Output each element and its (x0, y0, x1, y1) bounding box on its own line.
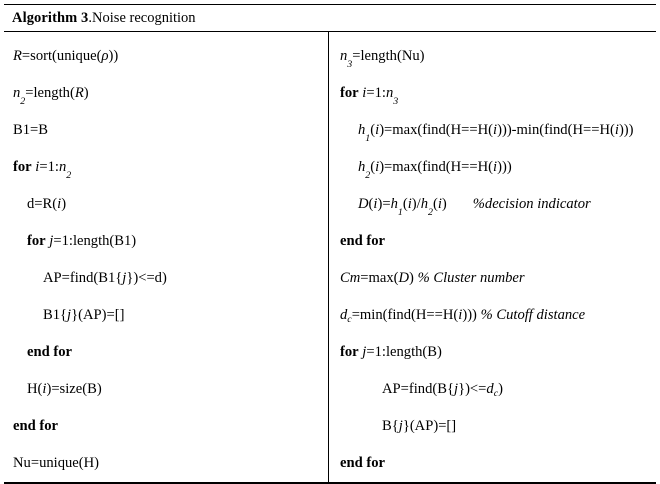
code-line-l7: AP=find(B1{j})<=d) (43, 270, 167, 286)
code-line-r7: Cm=max(D) % Cluster number (340, 270, 525, 286)
code-line-l10: H(i)=size(B) (27, 381, 102, 397)
code-line-l9: end for (27, 344, 72, 360)
code-line-l1: R=sort(unique(ρ)) (13, 48, 119, 64)
code-line-r6: end for (340, 233, 385, 249)
caption-divider-border (4, 31, 656, 32)
code-line-r3: h1(i)=max(find(H==H(i)))-min(find(H==H(i… (358, 122, 634, 144)
code-line-r5: D(i)=h1(i)/h2(i)%decision indicator (358, 196, 591, 218)
code-line-l11: end for (13, 418, 58, 434)
comment-cluster-number: % Cluster number (417, 270, 525, 286)
code-line-r9: for j=1:length(B) (340, 344, 442, 360)
code-line-r8: dc=min(find(H==H(i))) % Cutoff distance (340, 307, 586, 325)
code-line-r11: B{j}(AP)=[] (382, 418, 457, 434)
code-line-l4: for i=1:n2 (13, 159, 72, 181)
code-line-r10: AP=find(B{j})<=dc) (382, 381, 503, 399)
pseudocode-left-column: R=sort(unique(ρ)) n2=length(R) B1=B for … (4, 32, 328, 482)
table-top-border (4, 4, 656, 5)
algorithm-caption-row: Algorithm 3. Noise recognition (4, 5, 656, 31)
algorithm-title-text: Noise recognition (92, 9, 196, 26)
pseudocode-body: R=sort(unique(ρ)) n2=length(R) B1=B for … (4, 32, 656, 482)
algorithm-number-label: Algorithm 3 (12, 9, 89, 26)
code-line-r2: for i=1:n3 (340, 85, 399, 107)
code-line-l12: Nu=unique(H) (13, 455, 100, 471)
code-line-l3: B1=B (13, 122, 48, 138)
code-line-l5: d=R(i) (27, 196, 67, 212)
code-line-l6: for j=1:length(B1) (27, 233, 137, 249)
code-line-l2: n2=length(R) (13, 85, 89, 107)
pseudocode-right-column: n3=length(Nu) for i=1:n3 h1(i)=max(find(… (328, 32, 656, 482)
code-line-r4: h2(i)=max(find(H==H(i))) (358, 159, 512, 181)
algorithm-table: Algorithm 3. Noise recognition R=sort(un… (4, 4, 656, 484)
code-line-l8: B1{j}(AP)=[] (43, 307, 125, 323)
algorithm-title-separator: . (88, 9, 93, 26)
comment-cutoff-distance: % Cutoff distance (480, 307, 586, 323)
comment-decision-indicator: %decision indicator (472, 196, 591, 212)
code-line-r12: end for (340, 455, 385, 471)
code-line-r1: n3=length(Nu) (340, 48, 425, 70)
